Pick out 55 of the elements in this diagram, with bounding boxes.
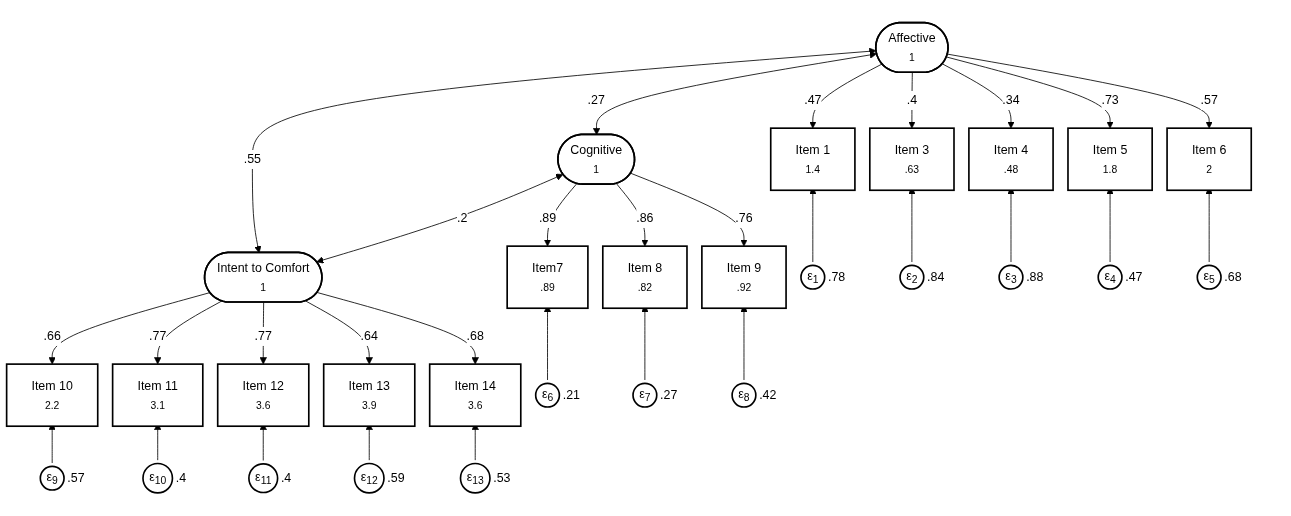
node-circle: ε$_{9}$ <box>39 465 65 492</box>
node-circle: ε$_{11}$ <box>248 463 279 494</box>
node-box: Item 13 3.9 <box>322 363 416 428</box>
node-circle: ε$_{7}$ <box>632 382 658 409</box>
error-variance: .59 <box>387 471 405 486</box>
node-box: Item 5 1.8 <box>1067 127 1153 192</box>
node-box: Item 10 2.2 <box>5 363 99 428</box>
edge-label: .68 <box>466 328 484 343</box>
node-circle: ε$_{5}$ <box>1196 264 1222 291</box>
error-variance: .88 <box>1026 270 1044 285</box>
edge-label: .73 <box>1101 92 1119 107</box>
node-box: Item 6 2 <box>1166 127 1253 192</box>
error-variance: .21 <box>562 388 580 403</box>
error-variance: .4 <box>280 471 292 486</box>
edge-label: .2 <box>456 210 468 225</box>
node-circle: ε$_{4}$ <box>1097 264 1123 291</box>
error-variance: .84 <box>927 270 945 285</box>
error-variance: .78 <box>828 270 846 285</box>
node-circle: ε$_{3}$ <box>998 264 1024 291</box>
error-variance: .57 <box>67 471 85 486</box>
node-box: Item 12 3.6 <box>216 363 310 428</box>
node-circle: ε$_{1}$ <box>800 264 826 291</box>
node-box: Item 4 .48 <box>968 127 1054 192</box>
edge-label: .66 <box>43 328 61 343</box>
node-box: Item 1 1.4 <box>769 127 856 192</box>
node-box: Item 9 .92 <box>701 245 787 310</box>
node-box: Item7 .89 <box>506 245 589 310</box>
node-box: Item 11 3.1 <box>111 363 204 428</box>
error-variance: .27 <box>660 388 678 403</box>
edge-label: .89 <box>538 210 557 225</box>
node-circle: ε$_{6}$ <box>534 382 561 409</box>
edge-label: .27 <box>587 92 605 107</box>
node-circle: ε$_{12}$ <box>353 462 385 494</box>
error-variance: .53 <box>493 471 511 486</box>
node-box: Item 14 3.6 <box>428 363 522 428</box>
edge-label: .55 <box>243 151 262 166</box>
edge-label: .77 <box>254 328 272 343</box>
edge-label: .34 <box>1002 92 1020 107</box>
error-variance: .42 <box>759 388 777 403</box>
error-variance: .4 <box>175 471 187 486</box>
error-variance: .68 <box>1224 270 1242 285</box>
node-circle: ε$_{10}$ <box>142 462 174 494</box>
edge-label: .47 <box>804 92 822 107</box>
edge-label: .77 <box>149 328 167 343</box>
edge-label: .57 <box>1200 92 1218 107</box>
node-circle: ε$_{13}$ <box>459 462 491 494</box>
node-circle: ε$_{2}$ <box>899 264 925 291</box>
node-box: Item 8 .82 <box>601 245 688 310</box>
edge-label: .86 <box>636 210 654 225</box>
node-box: Item 3 .63 <box>868 127 955 192</box>
edge-label: .64 <box>360 328 378 343</box>
edge-label: .4 <box>906 92 918 107</box>
edge-label: .76 <box>735 210 753 225</box>
node-circle: ε$_{8}$ <box>731 382 757 409</box>
error-variance: .47 <box>1125 270 1143 285</box>
